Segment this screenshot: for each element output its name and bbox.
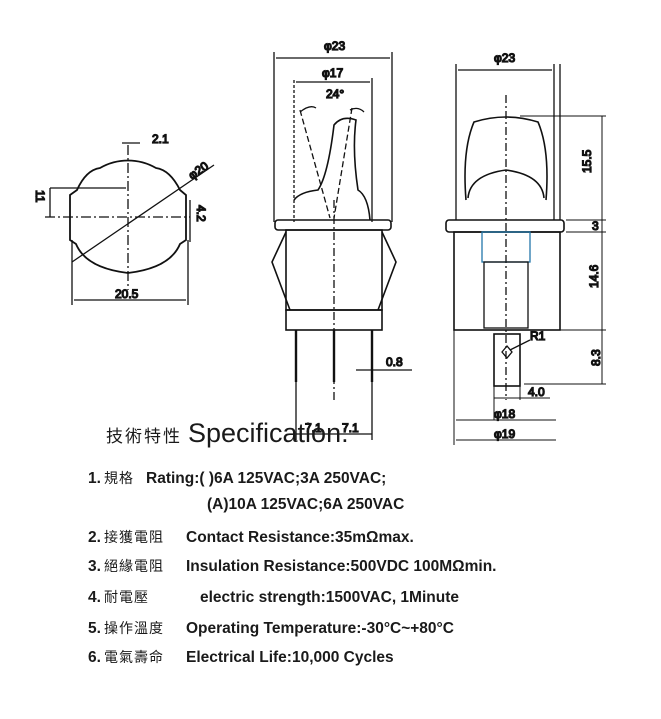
dim-top-width: 2.1 [152, 132, 169, 146]
spec-item-rating: 1.規格 Rating:( )6A 125VAC;3A 250VAC; [88, 468, 386, 488]
item-text: Insulation Resistance:500VDC 100MΩmin. [186, 558, 497, 575]
spec-title: 技術特性 Specification: [106, 418, 349, 449]
dim-offset: 4.2 [194, 205, 208, 222]
dim-width: 20.5 [115, 287, 139, 301]
item-number: 3. [88, 558, 101, 575]
item-number: 4. [88, 589, 101, 606]
item-label-cn: 操作溫度 [104, 621, 164, 637]
dim-angle: 24° [326, 87, 344, 101]
spec-item-rating-line2: (A)10A 125VAC;6A 250VAC [207, 496, 404, 514]
item-text: Electrical Life:10,000 Cycles [186, 649, 394, 666]
dim-d18: φ18 [494, 407, 515, 421]
dim-inner-diameter: φ17 [322, 66, 343, 80]
item-text: (A)10A 125VAC;6A 250VAC [207, 496, 405, 513]
spec-title-cn: 技術特性 [106, 427, 182, 447]
spec-title-en: Specification: [188, 418, 349, 448]
item-text: Rating:( )6A 125VAC;3A 250VAC; [146, 470, 387, 487]
item-number: 1. [88, 470, 101, 487]
dim-terminal-width: 4.0 [528, 385, 545, 399]
dim-outer-diameter: φ23 [324, 39, 345, 53]
item-text: Operating Temperature:-30°C~+80°C [186, 620, 454, 637]
item-label-cn: 電氣壽命 [104, 650, 164, 666]
dim-pin-pitch-right: 7.1 [342, 421, 359, 435]
dim-radius: R1 [530, 329, 546, 343]
spec-item-operating-temperature: 5.操作溫度 Operating Temperature:-30°C~+80°C [88, 618, 454, 638]
spec-item-contact-resistance: 2.接獲電阻 Contact Resistance:35mΩmax. [88, 527, 414, 547]
item-label-cn: 接獲電阻 [104, 530, 164, 546]
item-number: 5. [88, 620, 101, 637]
front-view: φ23 φ17 24° 0.8 7.1 7.1 [271, 38, 412, 440]
dim-diameter: φ20 [186, 159, 212, 183]
dim-end-outer-diameter: φ23 [494, 51, 515, 65]
item-number: 6. [88, 649, 101, 666]
item-text: Contact Resistance:35mΩmax. [186, 529, 414, 546]
item-text: electric strength:1500VAC, 1Minute [200, 589, 459, 606]
dim-terminal-height: 8.3 [589, 349, 603, 366]
end-view: φ23 15.5 3 14.6 8.3 R1 4.0 φ18 φ19 [445, 50, 606, 445]
item-label-cn: 規格 [104, 471, 134, 487]
item-number: 2. [88, 529, 101, 546]
side-view: 2.1 11 φ20 4.2 20.5 [32, 131, 215, 305]
spec-item-insulation-resistance: 3.絕緣電阻 Insulation Resistance:500VDC 100MΩ… [88, 556, 496, 576]
dim-d19: φ19 [494, 427, 515, 441]
spec-item-electrical-life: 6.電氣壽命 Electrical Life:10,000 Cycles [88, 647, 394, 667]
dim-height: 11 [33, 190, 47, 203]
item-label-cn: 絕緣電阻 [104, 559, 164, 575]
dim-pin-width: 0.8 [386, 355, 403, 369]
dim-pin-pitch-left: 7.1 [305, 421, 322, 435]
dim-body-height: 14.6 [587, 264, 601, 288]
item-label-cn: 耐電壓 [104, 590, 149, 606]
dim-flange-height: 3 [592, 219, 599, 233]
dim-knob-height: 15.5 [580, 149, 594, 173]
spec-item-electric-strength: 4.耐電壓 electric strength:1500VAC, 1Minute [88, 587, 459, 607]
